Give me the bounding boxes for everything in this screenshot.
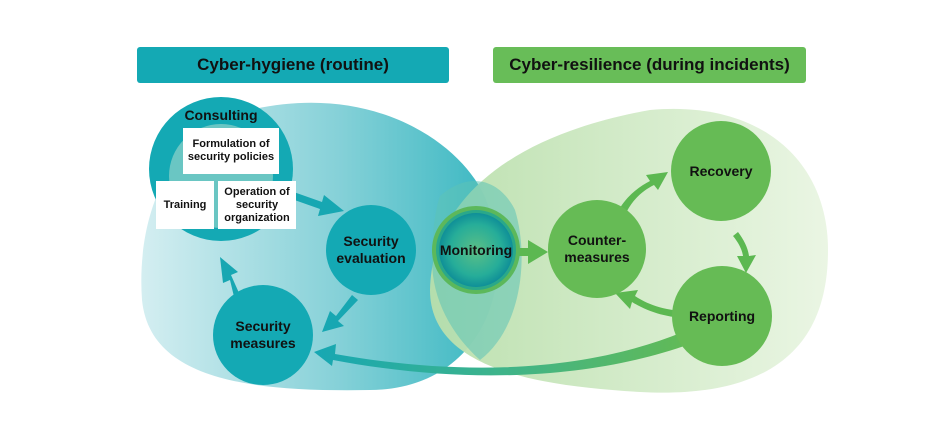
security-evaluation-circle bbox=[326, 205, 416, 295]
security-evaluation-label: Security evaluation bbox=[336, 233, 406, 266]
arrow-recovery-to-reporting bbox=[733, 232, 756, 273]
reporting-label: Reporting bbox=[688, 307, 756, 324]
security-measures-circle bbox=[213, 285, 313, 385]
organization-card: Operation of security organization bbox=[218, 181, 296, 229]
countermeasures-label: Counter-measures bbox=[564, 232, 630, 265]
cyber-resilience-banner: Cyber-resilience (during incidents) bbox=[493, 47, 806, 83]
monitoring-circle bbox=[439, 213, 513, 287]
recovery-label: Recovery bbox=[689, 162, 753, 179]
cyber-hygiene-banner: Cyber-hygiene (routine) bbox=[137, 47, 449, 83]
training-card: Training bbox=[156, 181, 214, 229]
policies-card: Formulation of security policies bbox=[183, 128, 279, 174]
recovery-circle bbox=[671, 121, 771, 221]
arrow-consulting-to-evaluation bbox=[286, 190, 344, 216]
countermeasures-circle bbox=[548, 200, 646, 298]
arrow-countermeasures-to-recovery bbox=[620, 172, 668, 211]
arrow-reporting-to-countermeasures bbox=[615, 290, 688, 318]
arrow-evaluation-to-measures bbox=[322, 295, 358, 332]
monitoring-label: Monitoring bbox=[439, 241, 513, 258]
reporting-circle bbox=[672, 266, 772, 366]
consulting-title: Consulting bbox=[184, 106, 258, 123]
security-measures-label: Security measures bbox=[230, 318, 296, 351]
arrow-monitoring-to-countermeasures bbox=[512, 240, 548, 264]
return-arrow bbox=[314, 332, 690, 376]
